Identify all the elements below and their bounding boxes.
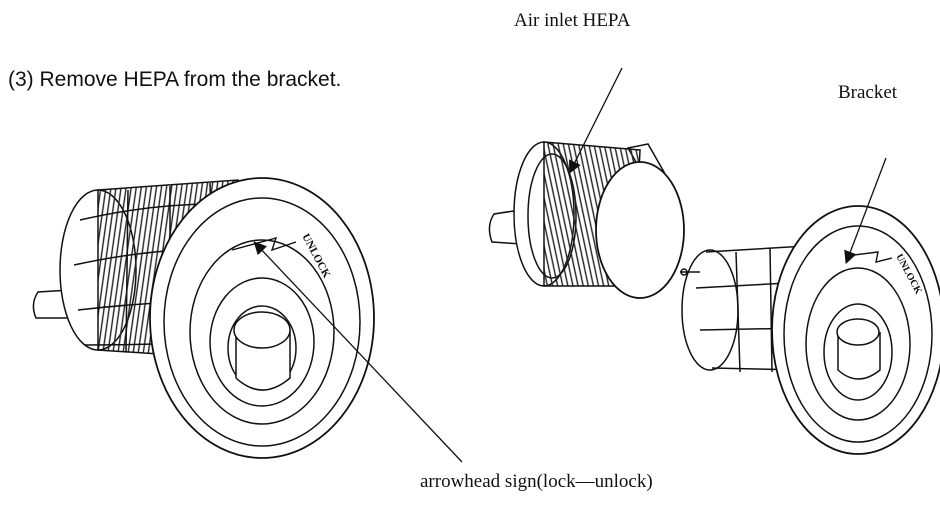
bracket (680, 205, 940, 455)
leader-arrowhead-sign (253, 241, 463, 463)
label-air-inlet-hepa: Air inlet HEPA (514, 10, 631, 31)
leader-lines (253, 67, 887, 463)
assembled-filter (32, 177, 375, 459)
air-inlet-hepa-filter (488, 141, 685, 299)
leader-air-inlet-hepa (569, 67, 623, 174)
label-bracket: Bracket (838, 82, 898, 103)
leader-bracket (844, 157, 887, 265)
step-instruction: (3) Remove HEPA from the bracket. (8, 68, 342, 91)
label-arrowhead-sign: arrowhead sign(lock—unlock) (420, 471, 653, 492)
